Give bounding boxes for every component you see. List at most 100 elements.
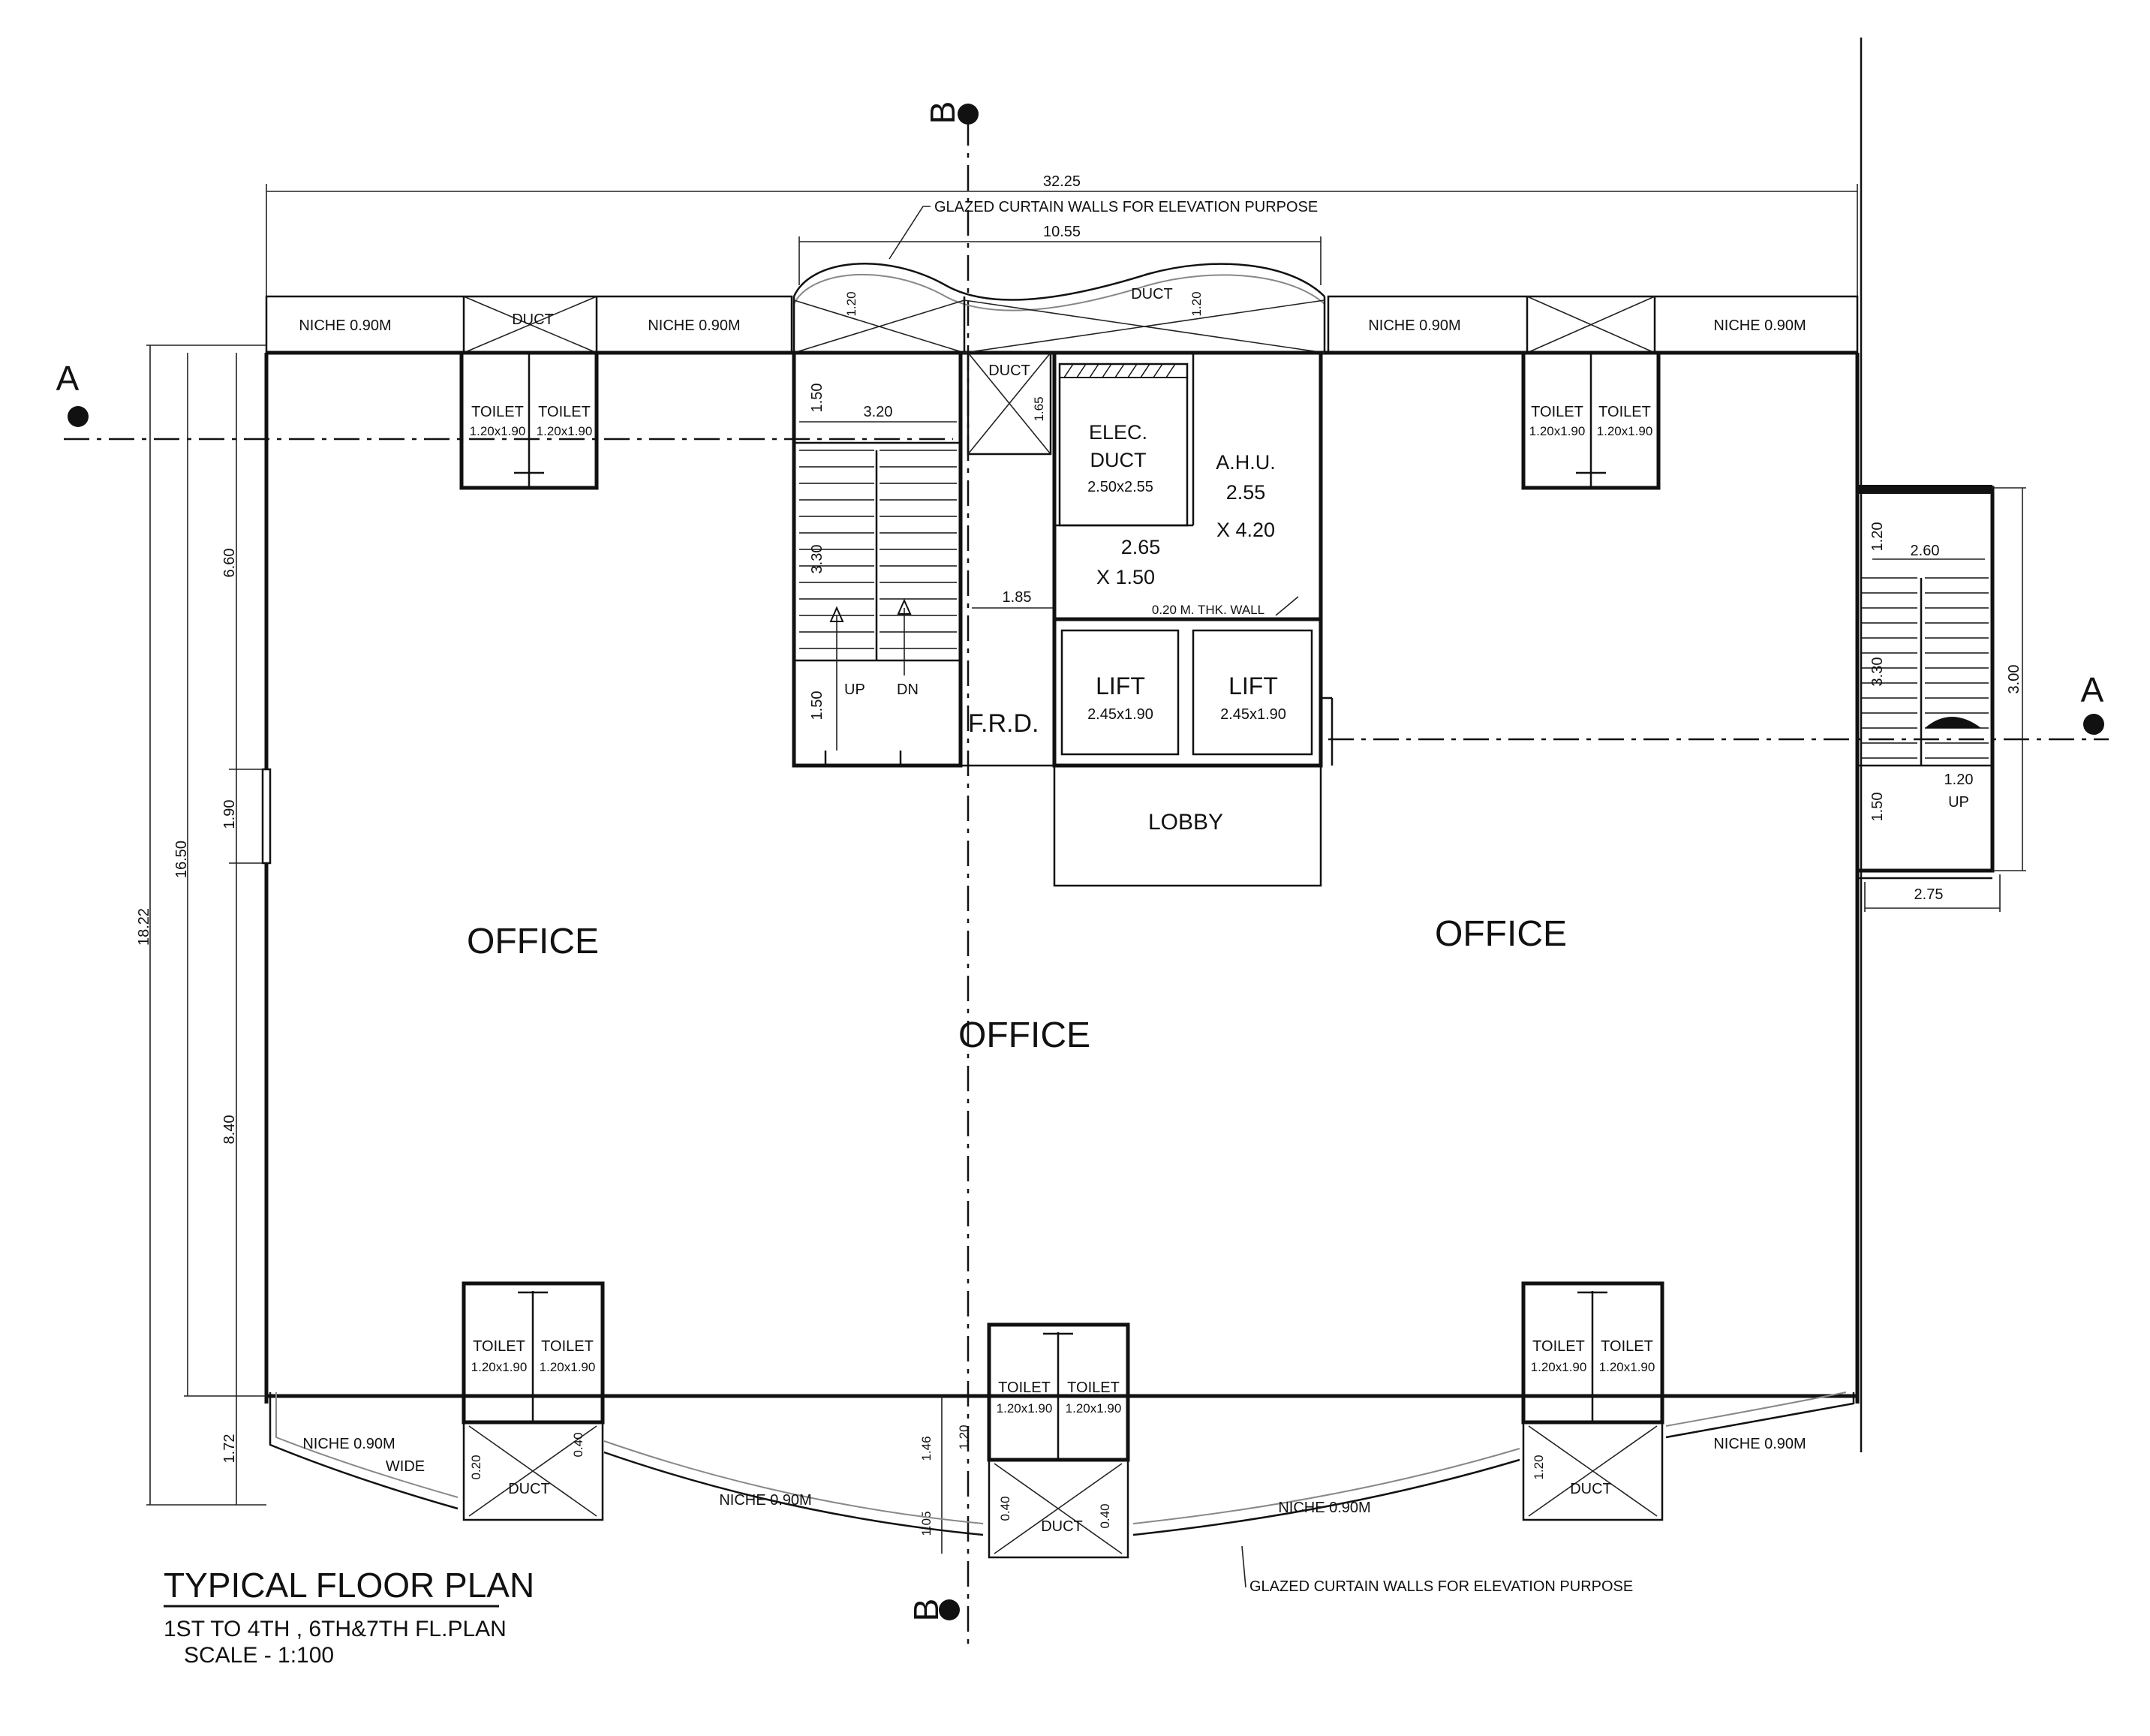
- dim-18-22: 18.22: [136, 908, 152, 946]
- dim-10-55: 10.55: [1043, 224, 1081, 240]
- dim-0-40: 0.40: [1098, 1503, 1112, 1528]
- niche-bottom-1-wide: WIDE: [386, 1458, 425, 1475]
- section-lines: [64, 120, 2109, 1644]
- toilet-block-bottom-right: [1521, 1281, 1664, 1521]
- toilet-size: 1.20x1.90: [1531, 1360, 1587, 1374]
- wall-note: 0.20 M. THK. WALL: [1152, 603, 1264, 617]
- dim-curtain-1-20-b: 1.20: [1189, 291, 1204, 316]
- dim-1-50: 1.50: [809, 691, 825, 721]
- section-marker-a-right: A: [2081, 670, 2104, 735]
- elec-duct-label-1: ELEC.: [1089, 421, 1147, 444]
- toilet-block-bottom-left: [462, 1281, 605, 1521]
- toilet-size: 1.20x1.90: [1066, 1401, 1122, 1416]
- dim-6-60: 6.60: [221, 549, 238, 578]
- room-mid-height: X 1.50: [1096, 566, 1155, 588]
- dim-1-72: 1.72: [221, 1434, 238, 1464]
- dim-1-40: 1.20: [957, 1425, 971, 1449]
- toilet-size: 1.20x1.90: [471, 1360, 528, 1374]
- dim-2-60: 2.60: [1911, 543, 1940, 559]
- stair-up: UP: [844, 681, 865, 698]
- lifts-and-lobby: [1052, 617, 1334, 887]
- dim-3-00: 3.00: [2006, 665, 2022, 694]
- dim-3-30-r: 3.30: [1869, 657, 1886, 687]
- note-curtain-bottom: GLAZED CURTAIN WALLS FOR ELEVATION PURPO…: [1249, 1578, 1633, 1595]
- ahu-height: X 4.20: [1216, 519, 1275, 541]
- dim-1-20-rs: 1.20: [1869, 522, 1886, 552]
- stair-dn: DN: [897, 681, 919, 698]
- dim-16-50: 16.50: [173, 841, 190, 878]
- svg-text:A: A: [56, 359, 80, 398]
- left-dimension-chains: [146, 344, 266, 1506]
- elec-duct-label-2: DUCT: [1090, 449, 1147, 471]
- duct-bottom-center: DUCT: [1041, 1518, 1083, 1535]
- niche-bottom-1: NICHE 0.90M: [302, 1436, 395, 1452]
- page-title: TYPICAL FLOOR PLAN: [164, 1566, 534, 1605]
- stair-treads: [799, 450, 957, 649]
- right-stair: [1855, 485, 2026, 912]
- toilet-label: TOILET: [1531, 404, 1583, 420]
- note-curtain-top: GLAZED CURTAIN WALLS FOR ELEVATION PURPO…: [934, 199, 1318, 215]
- toilet-label: TOILET: [1532, 1338, 1585, 1355]
- dim-1-50-r: 1.50: [1869, 793, 1886, 822]
- niche-bottom-3: NICHE 0.90M: [1278, 1500, 1370, 1516]
- room-office-center: OFFICE: [958, 1015, 1090, 1055]
- elec-duct-size: 2.50x2.55: [1087, 479, 1153, 495]
- right-stair-treads: [1861, 577, 1989, 759]
- toilet-label: TOILET: [471, 404, 524, 420]
- toilet-size: 1.20x1.90: [1529, 424, 1586, 438]
- lift-label-2: LIFT: [1228, 672, 1278, 700]
- dim-8-40: 8.40: [221, 1115, 238, 1145]
- toilet-block-bottom-center: [941, 1322, 1130, 1559]
- dim-0-40: 0.40: [998, 1496, 1012, 1521]
- niche-bottom-2: NICHE 0.90M: [719, 1492, 811, 1509]
- curtain-wall-top: [792, 263, 1326, 354]
- dim-1-20-r: 1.20: [1944, 772, 1974, 788]
- toilet-label: TOILET: [473, 1338, 525, 1355]
- dim-0-40: 0.40: [571, 1432, 585, 1457]
- duct-core: DUCT: [988, 363, 1030, 379]
- dim-1-46: 1.46: [919, 1436, 934, 1461]
- stair-arrows: [829, 598, 912, 751]
- toilet-size: 1.20x1.90: [537, 424, 593, 438]
- dim-2-75: 2.75: [1914, 886, 1944, 903]
- dim-1-65: 1.65: [1032, 396, 1046, 421]
- dim-curtain-width: [798, 206, 1322, 285]
- core-duct-shaft: [961, 351, 1058, 767]
- duct-bottom-left: DUCT: [508, 1481, 550, 1497]
- toilet-block-top-right: [1521, 351, 1661, 490]
- curtain-wall-bottom: [269, 1392, 1855, 1588]
- toilet-label: TOILET: [1067, 1379, 1120, 1396]
- toilet-label: TOILET: [541, 1338, 594, 1355]
- duct-top-left: DUCT: [512, 311, 554, 328]
- toilet-size: 1.20x1.90: [997, 1401, 1053, 1416]
- dim-1-90: 1.90: [221, 800, 238, 829]
- room-office-left: OFFICE: [467, 922, 599, 961]
- svg-text:A: A: [2081, 670, 2104, 709]
- dim-curtain-1-20: 1.20: [844, 291, 858, 316]
- dim-1-20-br: 1.20: [1532, 1455, 1546, 1479]
- room-office-right: OFFICE: [1435, 914, 1567, 954]
- dim-3-30: 3.30: [809, 545, 825, 574]
- dim-1-50: 1.50: [809, 384, 825, 413]
- toilet-label: TOILET: [998, 1379, 1051, 1396]
- niche-top-1: NICHE 0.90M: [299, 317, 391, 334]
- lift-label-1: LIFT: [1096, 672, 1145, 700]
- frd-label: F.R.D.: [968, 709, 1039, 738]
- niche-top-4: NICHE 0.90M: [1713, 317, 1806, 334]
- ahu-width: 2.55: [1226, 481, 1266, 504]
- section-marker-a-left: A: [56, 359, 89, 427]
- title-scale: SCALE - 1:100: [184, 1643, 334, 1668]
- ahu-label: A.H.U.: [1216, 451, 1276, 474]
- lift-size-1: 2.45x1.90: [1087, 706, 1153, 723]
- room-mid-width: 2.65: [1121, 536, 1161, 558]
- svg-text:B: B: [923, 101, 962, 125]
- dim-overall-width: [266, 184, 1858, 296]
- lift-size-2: 2.45x1.90: [1220, 706, 1286, 723]
- lobby-label: LOBBY: [1148, 810, 1223, 835]
- toilet-block-top-left: [459, 351, 599, 490]
- duct-top-center: DUCT: [1131, 286, 1173, 302]
- dim-1-05: 1.05: [919, 1511, 934, 1536]
- core-stair-left: [792, 351, 963, 768]
- dim-3-20: 3.20: [864, 404, 893, 420]
